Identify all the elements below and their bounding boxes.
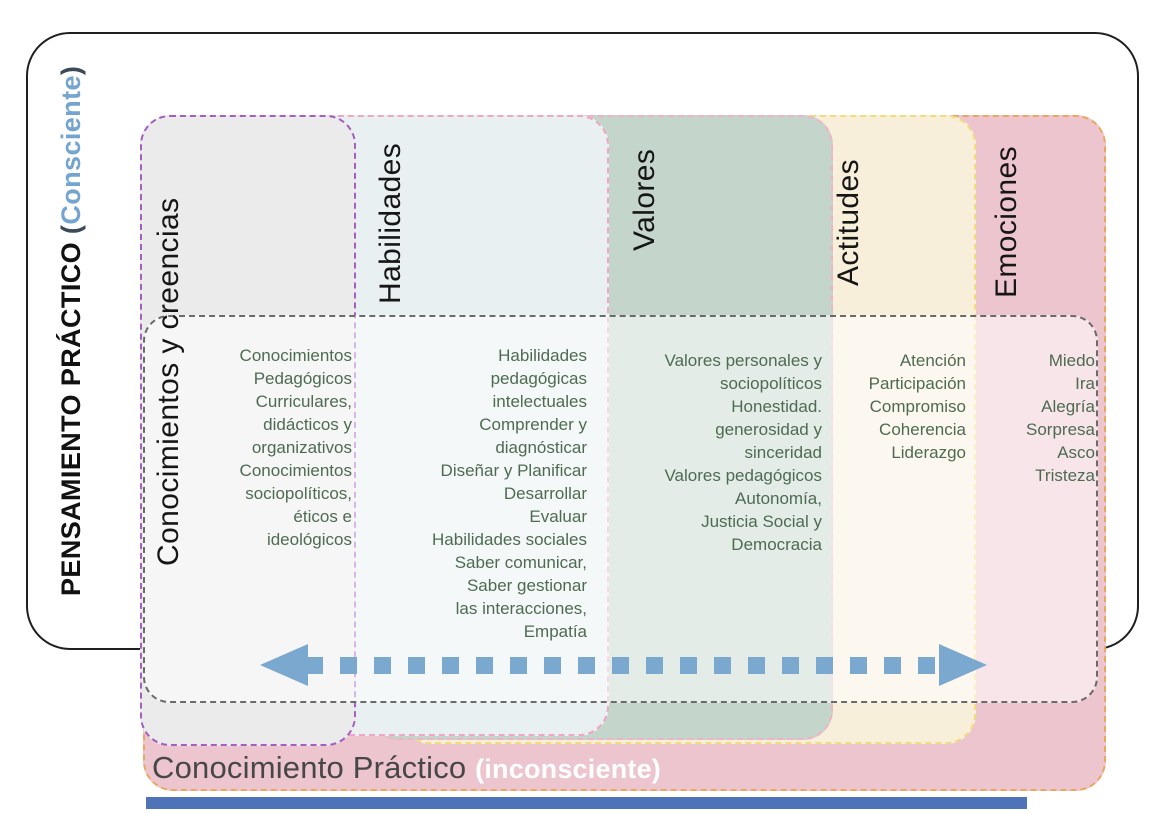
items-emociones: Miedo Ira Alegría Sorpresa Asco Tristeza <box>1026 351 1095 485</box>
side-title: PENSAMIENTO PRÁCTICO (Consciente) <box>56 66 87 596</box>
inner-overlay-panel <box>143 315 1098 703</box>
items-actitudes: Atención Participación Compromiso Cohere… <box>868 351 966 462</box>
footer-main: Conocimiento Práctico <box>152 750 476 785</box>
column-label-valores: Valores <box>628 148 661 251</box>
bottom-blue-bar <box>146 797 1027 809</box>
items-valores: Valores personales y sociopolíticos Hone… <box>664 351 822 554</box>
column-label-habilidades: Habilidades <box>374 142 407 304</box>
side-title-open-paren: ( <box>56 224 86 235</box>
items-habilidades: Habilidades pedagógicas intelectuales Co… <box>432 346 587 641</box>
footer-band-title: Conocimiento Práctico (inconsciente) <box>152 750 661 786</box>
arrow-left-head-icon <box>260 644 308 686</box>
items-conocimientos: Conocimientos Pedagógicos Curriculares, … <box>239 346 352 549</box>
dashed-arrow-line <box>306 657 940 674</box>
column-label-actitudes: Actitudes <box>832 159 865 286</box>
side-title-accent: Consciente <box>56 75 86 225</box>
side-title-main: PENSAMIENTO PRÁCTICO <box>56 241 86 596</box>
footer-accent: (inconsciente) <box>475 754 661 784</box>
column-label-emociones: Emociones <box>990 145 1023 298</box>
arrow-right-head-icon <box>939 644 987 686</box>
side-title-close-paren: ) <box>56 65 86 76</box>
